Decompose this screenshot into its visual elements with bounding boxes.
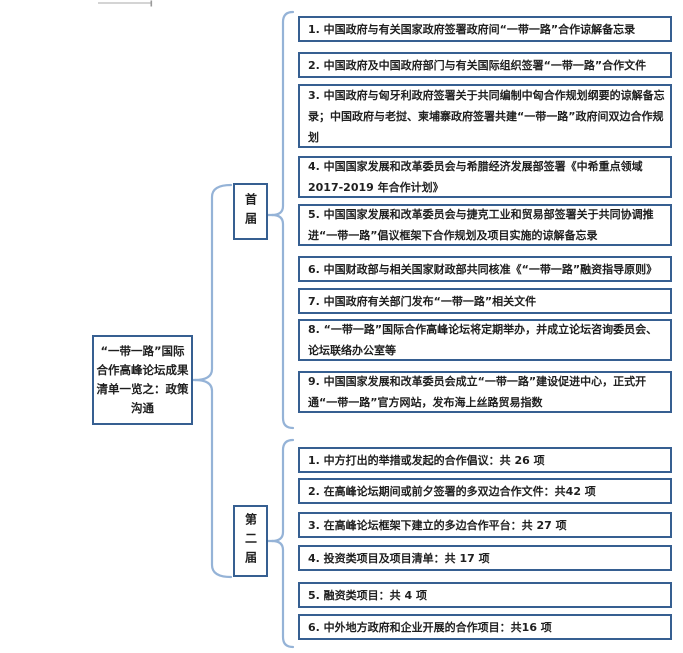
session-box-first: 首届 <box>233 183 268 240</box>
outcome-box: 7. 中国政府有关部门发布“一带一路”相关文件 <box>298 288 672 314</box>
session-box-second: 第二届 <box>233 505 268 577</box>
page-artifact-line <box>98 0 153 7</box>
root-title-label: “一带一路”国际合作高峰论坛成果清单一览之：政策沟通 <box>96 344 189 415</box>
outcome-box: 6. 中国财政部与相关国家财政部共同核准《“一带一路”融资指导原则》 <box>298 256 672 282</box>
session1-brace <box>266 10 295 430</box>
outcome-box: 1. 中国政府与有关国家政府签署政府间“一带一路”合作谅解备忘录 <box>298 16 672 42</box>
session-second-label: 第二届 <box>243 512 258 570</box>
outcome-box: 3. 中国政府与匈牙利政府签署关于共同编制中匈合作规划纲要的谅解备忘录；中国政府… <box>298 84 672 148</box>
root-brace <box>191 183 233 579</box>
outcome-box: 6. 中外地方政府和企业开展的合作项目：共16 项 <box>298 614 672 640</box>
outcome-box: 2. 中国政府及中国政府部门与有关国际组织签署“一带一路”合作文件 <box>298 52 672 78</box>
outcome-box: 3. 在高峰论坛框架下建立的多边合作平台：共 27 项 <box>298 512 672 538</box>
outcome-box: 4. 投资类项目及项目清单：共 17 项 <box>298 545 672 571</box>
outcome-box: 1. 中方打出的举措或发起的合作倡议：共 26 项 <box>298 447 672 473</box>
session-first-label: 首届 <box>243 192 258 231</box>
outcome-box: 2. 在高峰论坛期间或前夕签署的多双边合作文件：共42 项 <box>298 478 672 504</box>
outcome-box: 4. 中国国家发展和改革委员会与希腊经济发展部签署《中希重点领域 2017-20… <box>298 156 672 198</box>
root-title-box: “一带一路”国际合作高峰论坛成果清单一览之：政策沟通 <box>92 335 193 425</box>
outcome-box: 5. 融资类项目：共 4 项 <box>298 582 672 608</box>
outcome-box: 5. 中国国家发展和改革委员会与捷克工业和贸易部签署关于共同协调推进“一带一路”… <box>298 204 672 246</box>
session2-brace <box>266 438 295 649</box>
outcome-box: 8. “一带一路”国际合作高峰论坛将定期举办，并成立论坛咨询委员会、论坛联络办公… <box>298 319 672 361</box>
outcome-box: 9. 中国国家发展和改革委员会成立“一带一路”建设促进中心，正式开通“一带一路”… <box>298 371 672 413</box>
